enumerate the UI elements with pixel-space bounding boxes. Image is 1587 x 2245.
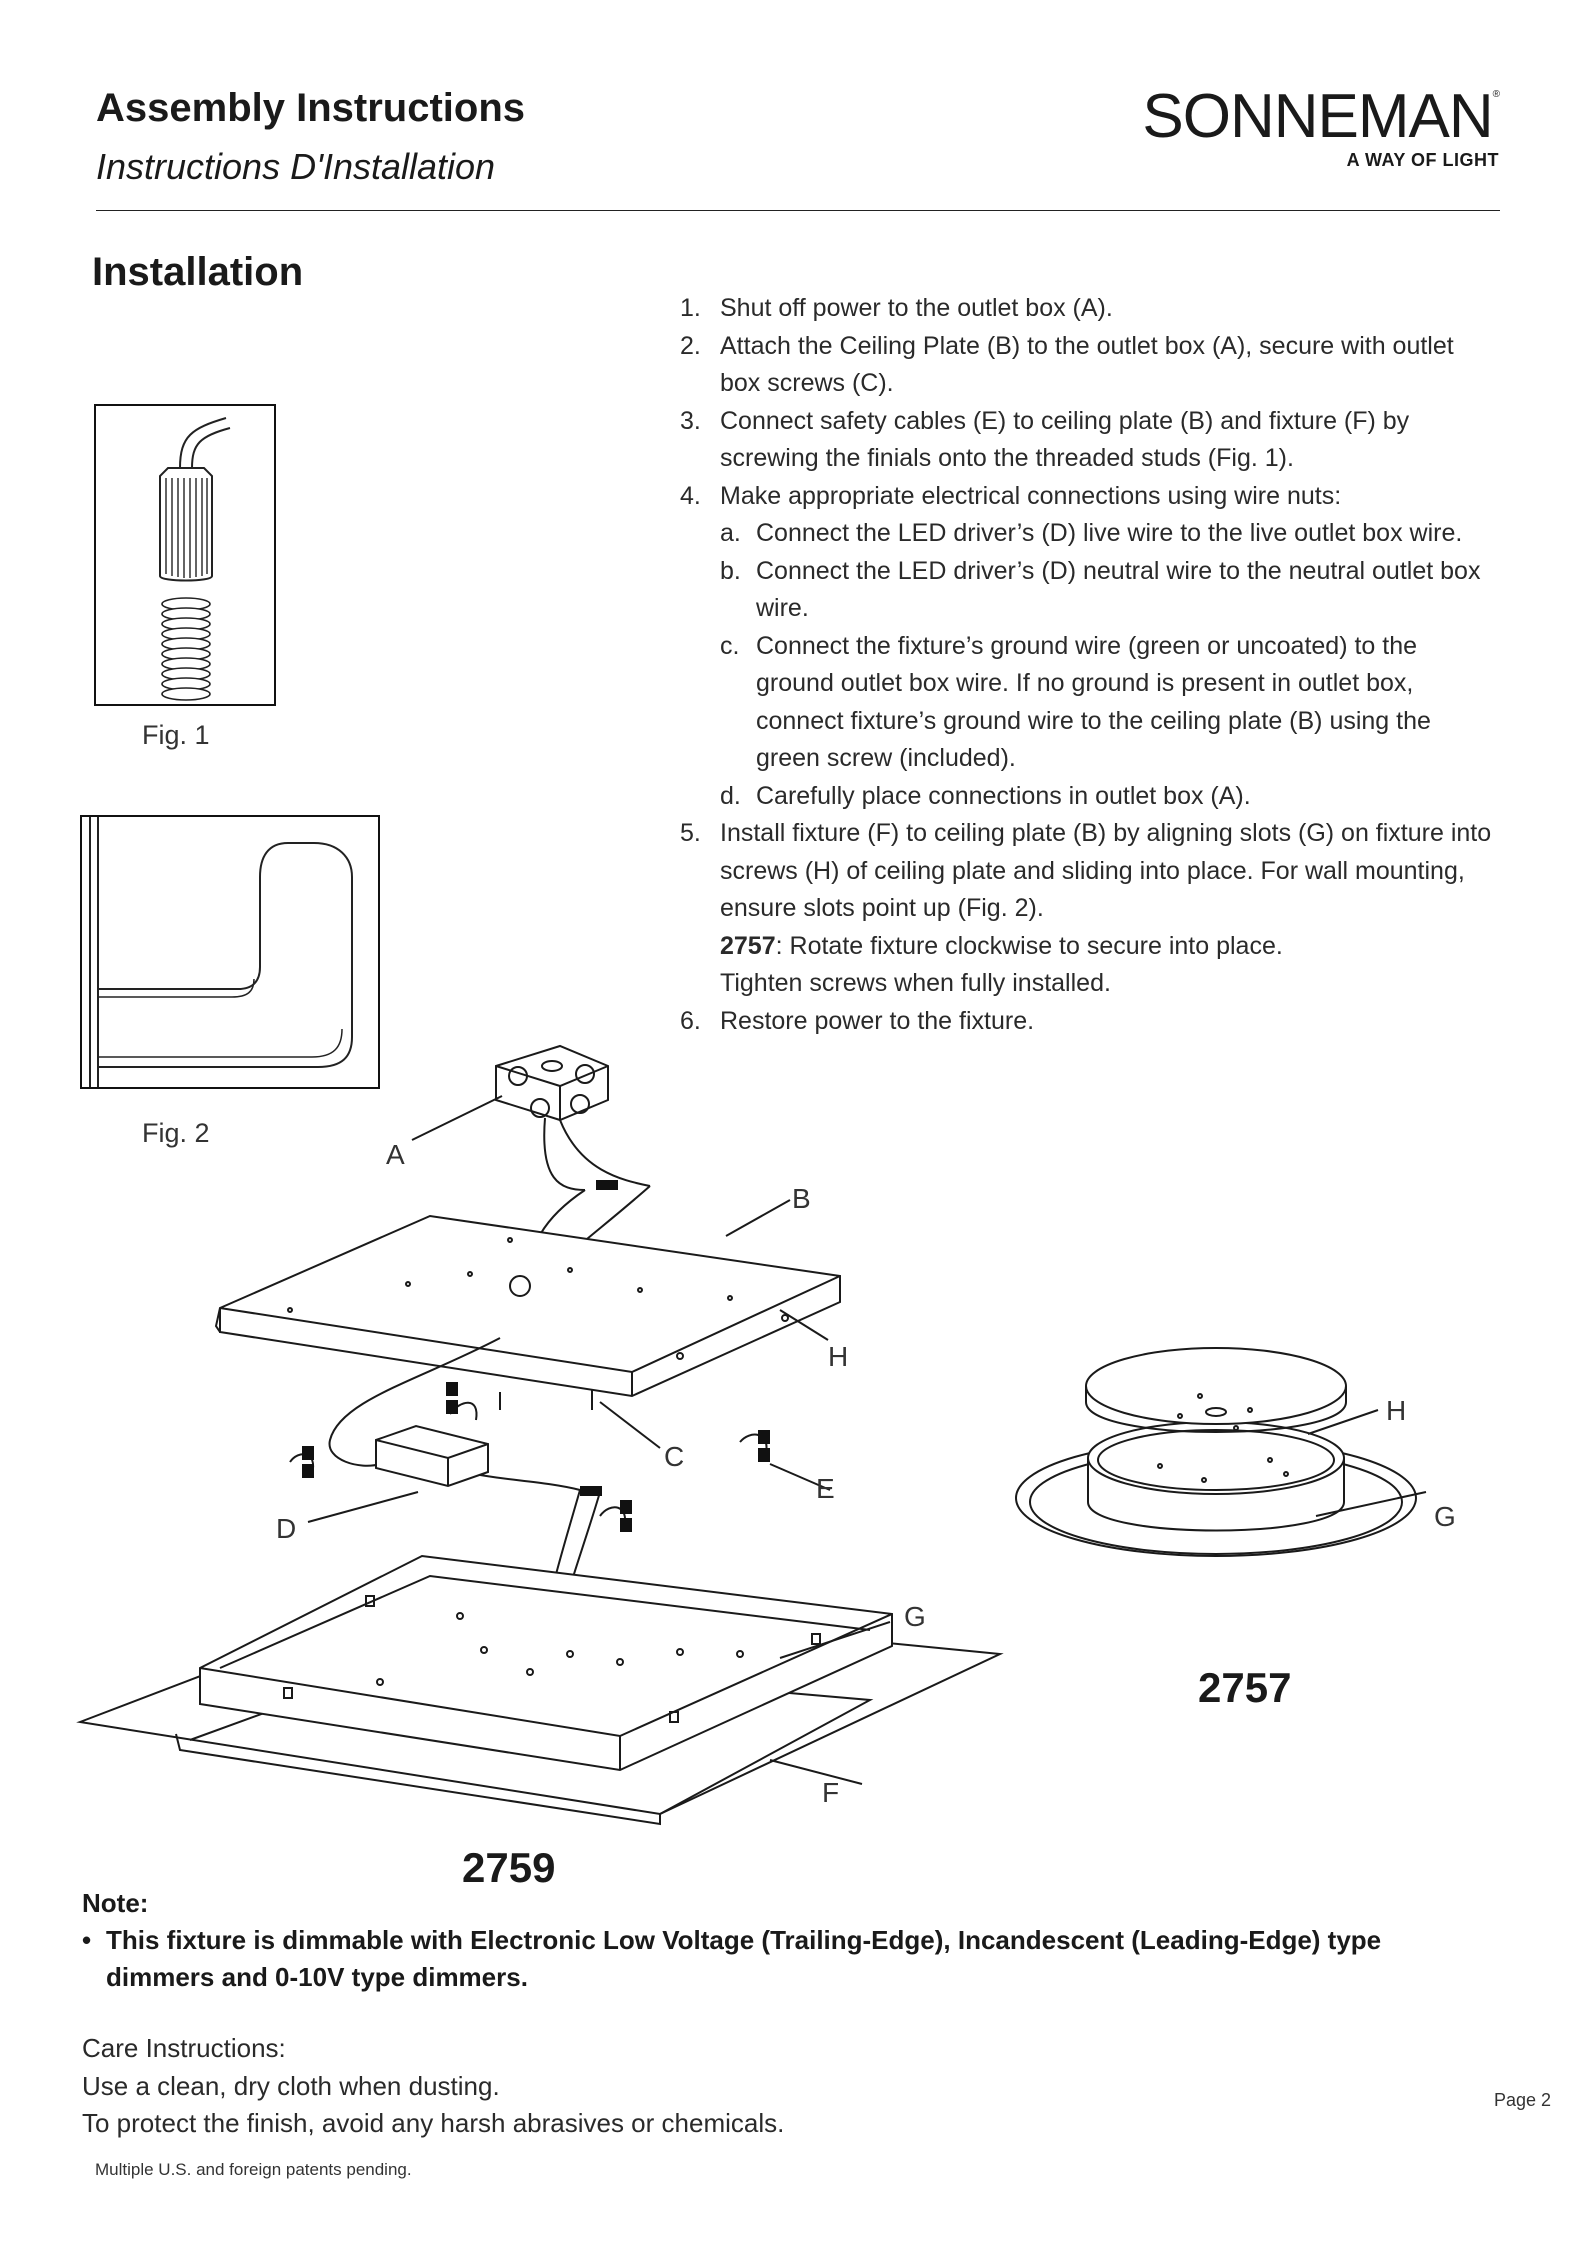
bullet-icon: • [82,1925,92,1955]
substep-text: Connect the LED driver’s (D) live wire t… [756,519,1463,547]
care-instructions: Care Instructions: Use a clean, dry clot… [82,2030,784,2143]
label-h: H [828,1341,848,1372]
substep-text: Carefully place connections in outlet bo… [756,781,1251,810]
brand-name: SONNEMAN [1142,82,1493,151]
step-text: Shut off power to the outlet box (A). [720,294,1113,322]
led-driver-d [375,1424,489,1488]
care-title: Care Instructions: [82,2033,286,2063]
figure-1 [94,404,276,706]
step-5: 5. Install fixture (F) to ceiling plate … [680,815,1500,1003]
step-text: Make appropriate electrical connections … [720,481,1342,510]
step-text: Restore power to the fixture. [720,1006,1035,1035]
brand-mark: ® [1492,89,1500,100]
note-item: • This fixture is dimmable with Electron… [82,1922,1442,1996]
ceiling-plate-b [214,1214,841,1398]
exploded-assembly-diagram: A B H C E D G F H G [76,1044,1456,1826]
section-title: Installation [92,250,304,294]
care-line-2: To protect the finish, avoid any harsh a… [82,2108,785,2138]
substep-text: Connect the LED driver’s (D) neutral wir… [756,556,1481,623]
model-2759-label: 2759 [462,1844,556,1891]
label-e: E [816,1473,835,1504]
brand-tagline: A WAY OF LIGHT [1346,150,1499,170]
fixture-f-square [76,1554,1004,1826]
document-title: Assembly Instructions [96,86,526,130]
model-instruction: : Rotate fixture clockwise to secure int… [775,931,1283,960]
step-number: 1. [680,294,701,322]
step-text: Connect safety cables (E) to ceiling pla… [720,406,1410,473]
step-number: 2. [680,331,701,360]
note-title: Note: [82,1888,149,1918]
fixture-2757-round [1015,1347,1417,1557]
label-g: G [904,1601,926,1632]
step-4: 4. Make appropriate electrical connectio… [680,478,1500,816]
label-d: D [276,1513,296,1544]
step-text: Install fixture (F) to ceiling plate (B)… [720,819,1492,922]
step-number: 3. [680,406,701,435]
step-extra: Tighten screws when fully installed. [720,969,1111,997]
note-text: This fixture is dimmable with Electronic… [106,1925,1382,1992]
step-6: 6. Restore power to the fixture. [680,1003,1500,1041]
label-a: A [386,1139,405,1170]
step-text: Attach the Ceiling Plate (B) to the outl… [720,331,1454,398]
outlet-box-a [495,1044,609,1122]
patent-notice: Multiple U.S. and foreign patents pendin… [95,2160,412,2179]
substep-text: Connect the fixture’s ground wire (green… [756,631,1431,773]
step-number: 4. [680,481,701,510]
installation-steps: 1. Shut off power to the outlet box (A).… [680,290,1500,1040]
substep-d: d. Carefully place connections in outlet… [720,778,1500,816]
care-line-1: Use a clean, dry cloth when dusting. [82,2070,500,2101]
model-number: 2757 [720,931,776,960]
substep-letter: a. [720,519,741,547]
substep-c: c. Connect the fixture’s ground wire (gr… [720,628,1500,778]
step-number: 6. [680,1006,701,1035]
step-2: 2. Attach the Ceiling Plate (B) to the o… [680,328,1500,403]
slot-detail-illustration [89,817,353,1087]
page-number: Page 2 [1493,2090,1551,2110]
substep-letter: b. [720,556,741,585]
substep-letter: d. [720,781,741,810]
round-label-g: G [1434,1501,1456,1532]
label-f: F [822,1777,839,1808]
substep-b: b. Connect the LED driver’s (D) neutral … [720,553,1500,628]
figure-1-caption: Fig. 1 [142,720,210,750]
substep-letter: c. [720,631,740,660]
step-3: 3. Connect safety cables (E) to ceiling … [680,403,1500,478]
document-subtitle: Instructions D'Installation [96,146,496,187]
label-b: B [792,1183,811,1214]
round-label-h: H [1386,1395,1406,1426]
figure-2 [80,815,380,1089]
substep-a: a. Connect the LED driver’s (D) live wir… [720,515,1500,553]
figure-2-caption: Fig. 2 [142,1118,210,1148]
step-1: 1. Shut off power to the outlet box (A). [680,290,1500,328]
finial-stud-illustration [159,417,231,701]
model-2757-label: 2757 [1198,1664,1292,1711]
label-c: C [664,1441,684,1472]
brand-logo: SONNEMAN® A WAY OF LIGHT [1142,86,1500,171]
header-divider [96,210,1500,211]
step-number: 5. [680,819,701,847]
